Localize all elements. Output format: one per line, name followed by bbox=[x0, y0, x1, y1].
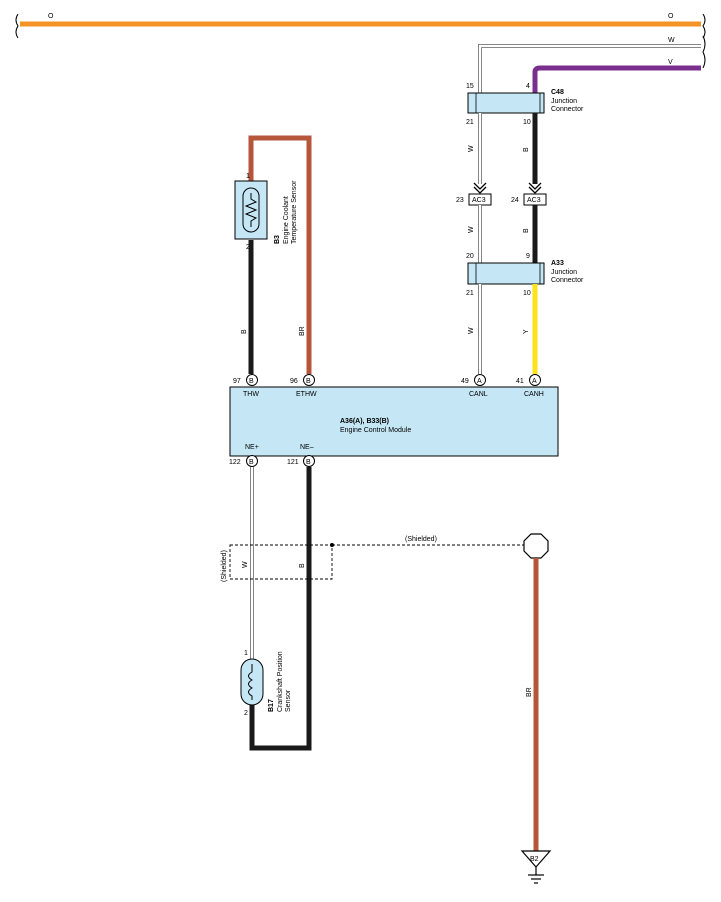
wire-label-yellow-a33-ecm: Y bbox=[523, 329, 530, 334]
svg-text:THW: THW bbox=[243, 391, 259, 398]
c48-pin-15: 15 bbox=[466, 83, 474, 90]
a33-junction-connector: 20 9 21 10 A33 Junction Connector bbox=[466, 253, 584, 297]
a33-pin-10: 10 bbox=[523, 290, 531, 297]
c48-pin-21: 21 bbox=[466, 119, 474, 126]
wire-label-shield-ground: BR bbox=[526, 687, 533, 697]
a33-code: A33 bbox=[551, 260, 564, 267]
b3-pin-1: 1 bbox=[246, 173, 250, 180]
shield-label-left: (Shielded) bbox=[221, 550, 228, 582]
svg-text:49: 49 bbox=[461, 378, 469, 385]
c48-pin-4: 4 bbox=[526, 83, 530, 90]
shield-enclosure: (Shielded) (Shielded) bbox=[221, 533, 549, 582]
crankshaft-sensor-wiring: W B bbox=[242, 467, 312, 751]
a33-label-line1: Junction bbox=[551, 269, 577, 276]
b3-pin-2: 2 bbox=[246, 244, 250, 251]
b3-label-line1: Engine Coolant bbox=[283, 196, 290, 244]
ac3-left-pin: 23 bbox=[456, 197, 464, 204]
svg-text:CANH: CANH bbox=[524, 391, 544, 398]
wire-label-white-c48-ac3: W bbox=[468, 145, 475, 152]
a33-pin-9: 9 bbox=[526, 253, 530, 260]
orange-wire-top: O O bbox=[15, 13, 706, 39]
svg-text:B: B bbox=[249, 459, 254, 466]
svg-text:A: A bbox=[532, 378, 537, 385]
svg-text:A: A bbox=[477, 378, 482, 385]
b17-label-line2: Sensor bbox=[285, 689, 292, 712]
wire-label-white-ac3-a33: W bbox=[468, 226, 475, 233]
ground-b2: B2 bbox=[520, 850, 552, 884]
svg-text:96: 96 bbox=[290, 378, 298, 385]
wire-label-orange-left: O bbox=[48, 13, 54, 20]
ground-triangle-icon bbox=[520, 850, 552, 868]
b3-coolant-temp-sensor: 1 2 B3 Engine Coolant Temperature Sensor… bbox=[234, 135, 312, 374]
wire-label-black-c48-ac3: B bbox=[523, 147, 530, 152]
wire-label-black-ac3-a33: B bbox=[523, 228, 530, 233]
wire-label-ethw: BR bbox=[299, 326, 306, 336]
a33-pin-21: 21 bbox=[466, 290, 474, 297]
ac3-connector-left: AC3 23 bbox=[456, 182, 492, 206]
wire-label-thw: B bbox=[241, 329, 248, 334]
ecm-code: A36(A), B33(B) bbox=[340, 418, 389, 425]
b17-pin-2: 2 bbox=[244, 710, 248, 717]
a33-label-line2: Connector bbox=[551, 277, 584, 284]
svg-text:121: 121 bbox=[287, 459, 299, 466]
svg-text:B: B bbox=[306, 378, 311, 385]
c48-junction-connector: 15 4 21 10 C48 Junction Connector bbox=[466, 83, 584, 126]
wire-label-violet-top: V bbox=[668, 59, 673, 66]
ac3-connector-right: AC3 24 bbox=[511, 182, 547, 206]
ecm-name: Engine Control Module bbox=[340, 427, 411, 434]
shield-label-top: (Shielded) bbox=[405, 536, 437, 543]
b17-crankshaft-position-sensor: 1 2 B17 Crankshaft Position Sensor bbox=[240, 650, 292, 717]
can-feed-wires: W V bbox=[478, 35, 706, 93]
shield-ground-point-icon bbox=[523, 533, 549, 559]
svg-text:NE–: NE– bbox=[300, 444, 314, 451]
b17-pin-1: 1 bbox=[244, 650, 248, 657]
svg-text:ETHW: ETHW bbox=[296, 391, 317, 398]
ecm-pin-96: B 96 ETHW bbox=[290, 374, 317, 398]
ac3-right-label: AC3 bbox=[527, 197, 541, 204]
wire-label-ne-minus: B bbox=[299, 563, 306, 568]
svg-text:CANL: CANL bbox=[469, 391, 488, 398]
shield-ground-wire: BR bbox=[526, 558, 539, 851]
c48-label-line1: Junction bbox=[551, 98, 577, 105]
svg-text:97: 97 bbox=[233, 378, 241, 385]
ac3-right-pin: 24 bbox=[511, 197, 519, 204]
svg-text:41: 41 bbox=[516, 378, 524, 385]
ecm-pin-122: B 122 NE+ bbox=[229, 444, 259, 467]
svg-text:B: B bbox=[306, 459, 311, 466]
svg-text:NE+: NE+ bbox=[245, 444, 259, 451]
wire-label-orange-right: O bbox=[668, 13, 674, 20]
b17-label-line1: Crankshaft Position bbox=[277, 651, 284, 712]
wire-label-ne-plus: W bbox=[242, 561, 249, 568]
wire-label-white-top: W bbox=[668, 37, 675, 44]
engine-control-module: A36(A), B33(B) Engine Control Module B 9… bbox=[229, 374, 559, 467]
ecm-pin-121: B 121 NE– bbox=[287, 444, 315, 467]
c48-label-line2: Connector bbox=[551, 106, 584, 113]
ecm-pin-41: A 41 CANH bbox=[516, 374, 544, 398]
ecm-pin-97: B 97 THW bbox=[233, 374, 259, 398]
ac3-left-label: AC3 bbox=[472, 197, 486, 204]
c48-code: C48 bbox=[551, 89, 564, 96]
b3-code: B3 bbox=[274, 235, 281, 244]
c48-pin-10: 10 bbox=[523, 119, 531, 126]
b17-code: B17 bbox=[268, 699, 275, 712]
b3-label-line2: Temperature Sensor bbox=[291, 180, 298, 244]
svg-text:B: B bbox=[249, 378, 254, 385]
svg-text:122: 122 bbox=[229, 459, 241, 466]
a33-pin-20: 20 bbox=[466, 253, 474, 260]
wire-label-white-a33-ecm: W bbox=[468, 327, 475, 334]
ground-label: B2 bbox=[530, 856, 539, 863]
ecm-pin-49: A 49 CANL bbox=[461, 374, 488, 398]
